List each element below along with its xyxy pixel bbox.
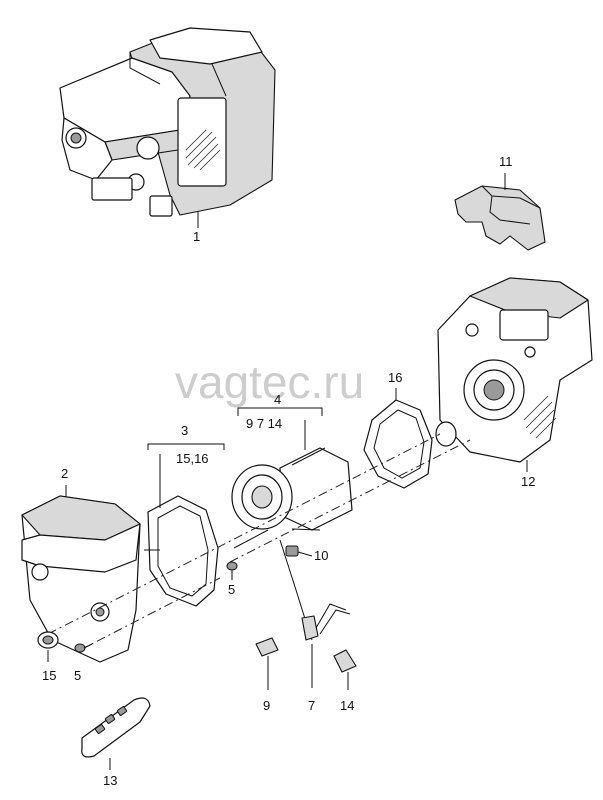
gasket-16-illustration (363, 388, 433, 489)
connector-10-illustration (285, 545, 313, 557)
screw-5b-illustration (226, 561, 238, 580)
bracket-14-illustration (333, 649, 357, 690)
callout-11: 11 (499, 154, 513, 169)
burner-illustration (231, 420, 353, 549)
assembly-axis-lines (47, 433, 471, 651)
callout-1: 1 (193, 229, 200, 244)
callout-7: 7 (308, 698, 315, 713)
grommet-15-illustration (37, 631, 59, 662)
callout-13: 13 (103, 773, 117, 788)
control-unit-illustration (21, 485, 141, 663)
callout-15: 15 (42, 668, 56, 683)
callout-5-center: 5 (228, 582, 235, 597)
sensor-7-illustration (279, 539, 351, 688)
callout-3: 3 (181, 423, 188, 438)
watermark-text: vagtec.ru (175, 356, 364, 408)
cover-illustration (454, 173, 546, 251)
callout-9: 9 (263, 698, 270, 713)
bracket-3 (147, 443, 225, 450)
screw-5a-illustration (74, 643, 93, 653)
bracket-4 (237, 407, 323, 416)
callout-16: 16 (388, 370, 402, 385)
heater-unit-illustration (59, 27, 276, 228)
callout-4: 4 (274, 392, 281, 407)
clip-9-illustration (255, 637, 279, 690)
heater-body-illustration (435, 277, 593, 472)
callout-12: 12 (521, 474, 535, 489)
callout-4-sub: 9 7 14 (246, 416, 282, 431)
callout-3-sub: 15,16 (176, 451, 209, 466)
remote-13-illustration (81, 697, 151, 770)
callout-14: 14 (340, 698, 354, 713)
gasket-3-illustration (144, 454, 219, 607)
callout-10: 10 (314, 548, 328, 563)
callout-5-left: 5 (74, 668, 81, 683)
callout-2: 2 (61, 466, 68, 481)
